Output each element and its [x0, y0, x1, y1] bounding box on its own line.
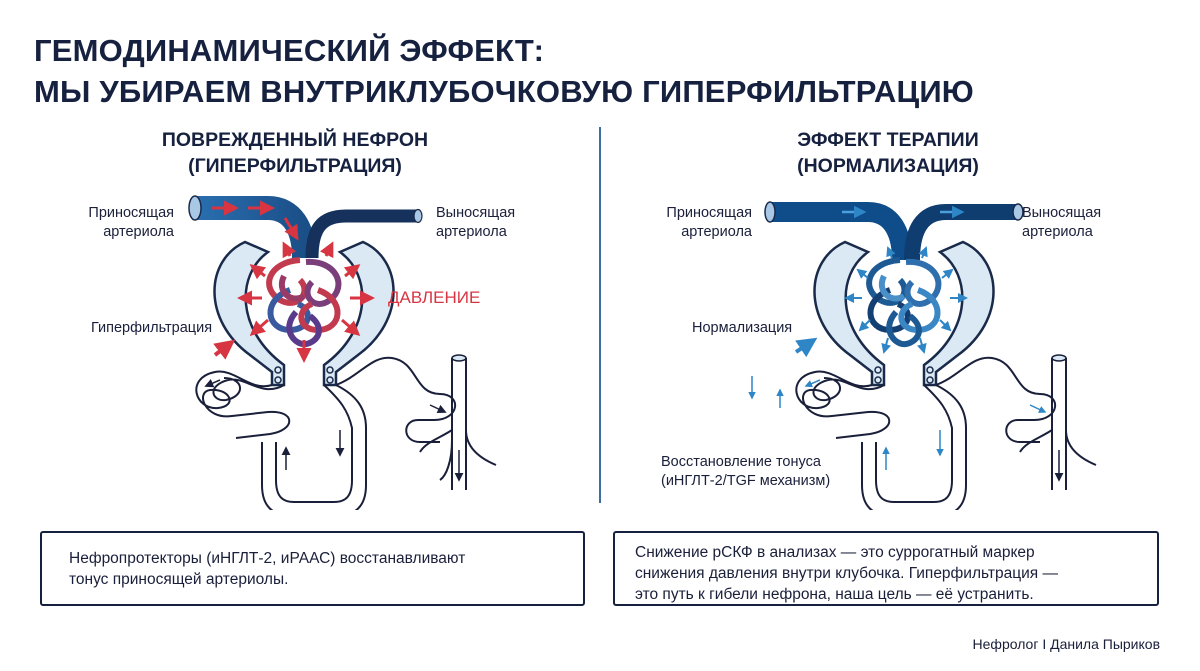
afferent-label-line2: артериола: [103, 224, 175, 240]
efferent-label-line1: Выносящая: [436, 205, 515, 221]
right-box-line1: Снижение рСКФ в анализах — это суррогатн…: [635, 544, 1035, 561]
efferent-label-line1: Выносящая: [1022, 205, 1101, 221]
efferent-opening: [1012, 203, 1024, 221]
afferent-label-line1: Приносящая: [666, 205, 752, 221]
bowman-capsule: [813, 240, 995, 387]
hyperfiltration-label: Гиперфильтрация: [91, 320, 212, 336]
hyperfiltration-arrow: [213, 339, 236, 360]
collecting-duct: [1051, 354, 1097, 490]
afferent-label-line2: артериола: [681, 224, 753, 240]
tone-label-line1: Восстановление тонуса: [661, 454, 822, 470]
page-title-line2: МЫ УБИРАЕМ ВНУТРИКЛУБОЧКОВУЮ ГИПЕРФИЛЬТР…: [34, 74, 974, 109]
right-summary-box: Снижение рСКФ в анализах — это суррогатн…: [613, 531, 1159, 606]
normal-pressure-arrows: [844, 246, 968, 354]
right-box-line3: это путь к гибели нефрона, наша цель — е…: [635, 586, 1034, 603]
therapy-nephron-diagram: Приносящая артериола Выносящая артериола…: [661, 201, 1101, 510]
right-panel-heading: ЭФФЕКТ ТЕРАПИИ (НОРМАЛИЗАЦИЯ): [708, 127, 1068, 179]
left-box-line1: Нефропротекторы (иНГЛТ-2, иРААС) восстан…: [69, 550, 466, 567]
page-title-line1: ГЕМОДИНАМИЧЕСКИЙ ЭФФЕКТ:: [34, 33, 545, 68]
normalization-arrow: [794, 337, 818, 358]
pressure-arrows: [237, 241, 375, 363]
author-credit: Нефролог I Данила Пыриков: [972, 636, 1160, 652]
left-box-line2: тонус приносящей артериолы.: [69, 571, 289, 588]
collecting-duct: [451, 354, 467, 490]
renal-tubule: [195, 356, 497, 510]
page-title: ГЕМОДИНАМИЧЕСКИЙ ЭФФЕКТ: МЫ УБИРАЕМ ВНУТ…: [34, 30, 974, 112]
glomerulus-tuft: [266, 257, 342, 348]
pressure-label: ДАВЛЕНИЕ: [388, 288, 480, 307]
panel-divider: [599, 127, 601, 503]
tubule-flow-arrows: [204, 379, 464, 482]
tone-label-line2: (иНГЛТ-2/TGF механизм): [661, 473, 830, 489]
left-panel-heading: ПОВРЕЖДЕННЫЙ НЕФРОН (ГИПЕРФИЛЬТРАЦИЯ): [115, 127, 475, 179]
afferent-opening: [764, 201, 776, 223]
afferent-arteriole: [770, 202, 912, 261]
right-heading-line2: (НОРМАЛИЗАЦИЯ): [797, 155, 979, 177]
glomerulus-tuft: [866, 257, 942, 348]
efferent-arteriole: [305, 209, 418, 259]
renal-tubule: [795, 356, 1057, 510]
efferent-label-line2: артериола: [1022, 224, 1094, 240]
right-box-line2: снижения давления внутри клубочка. Гипер…: [635, 565, 1058, 582]
left-heading-line2: (ГИПЕРФИЛЬТРАЦИЯ): [188, 155, 402, 177]
flow-arrow: [283, 217, 299, 241]
afferent-label-line1: Приносящая: [88, 205, 174, 221]
left-heading-line1: ПОВРЕЖДЕННЫЙ НЕФРОН: [161, 129, 429, 151]
tubule-flow-arrows: [748, 376, 1047, 470]
left-summary-box: Нефропротекторы (иНГЛТ-2, иРААС) восстан…: [40, 531, 585, 606]
right-heading-line1: ЭФФЕКТ ТЕРАПИИ: [797, 129, 979, 151]
efferent-opening: [413, 208, 423, 224]
damaged-nephron-diagram: Приносящая артериола Выносящая артериола…: [88, 195, 515, 510]
efferent-label-line2: артериола: [436, 224, 508, 240]
afferent-opening: [188, 195, 202, 221]
bowman-capsule: [213, 240, 395, 387]
normalization-label: Нормализация: [692, 320, 792, 336]
